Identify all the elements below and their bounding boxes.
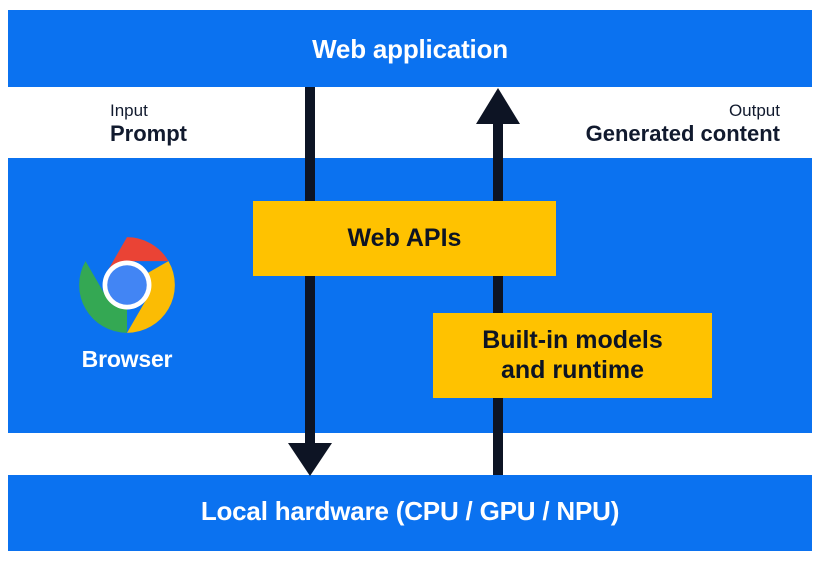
arrow-up-icon — [476, 88, 520, 475]
layer-web-application-label: Web application — [312, 34, 508, 64]
flow-input-kind: Input — [110, 101, 148, 120]
flow-output-kind: Output — [728, 101, 780, 120]
flow-output-value: Generated content — [585, 121, 780, 147]
layer-web-application: Web application — [8, 10, 812, 87]
flow-label-input: Input Prompt — [110, 100, 187, 148]
arrow-down-icon — [288, 87, 332, 476]
flow-label-output: Output Generated content — [586, 100, 780, 148]
layer-browser-label: Browser — [81, 346, 173, 372]
flow-input-value: Prompt — [110, 121, 187, 147]
layer-local-hardware: Local hardware (CPU / GPU / NPU) — [8, 475, 812, 551]
component-web-apis[interactable]: Web APIs — [253, 201, 556, 276]
layer-local-hardware-label: Local hardware (CPU / GPU / NPU) — [200, 496, 620, 526]
component-web-apis-label: Web APIs — [347, 223, 462, 252]
component-builtin-models-label: Built-in models and runtime — [482, 326, 663, 384]
browser-identity: Browser — [68, 233, 186, 373]
chrome-logo-icon — [79, 237, 175, 333]
component-builtin-models[interactable]: Built-in models and runtime — [433, 313, 712, 398]
